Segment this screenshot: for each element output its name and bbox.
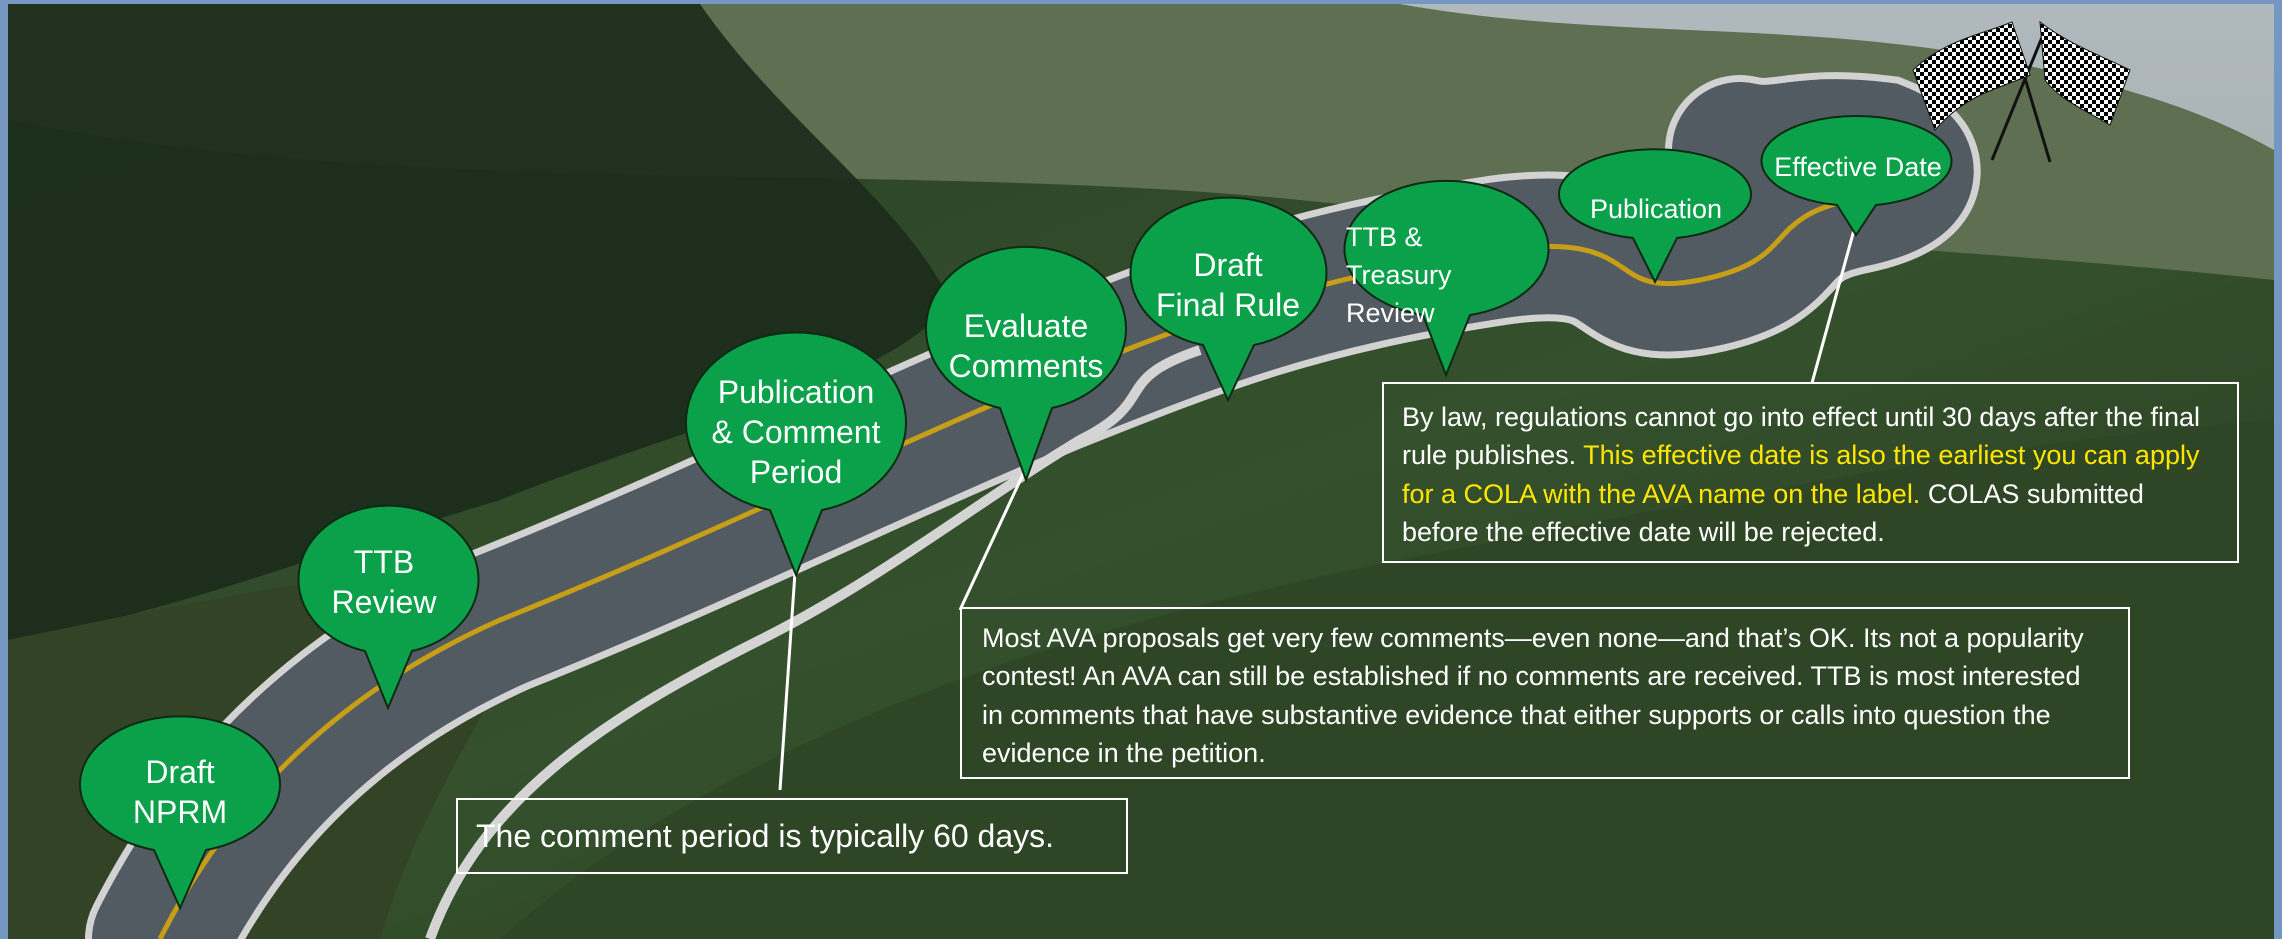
pin-draft-nprm — [79, 715, 281, 911]
milestone-label-evaluate-comments: Evaluate Comments — [948, 308, 1104, 384]
effective-date-highlight-text: This effective date is also the earliest… — [1402, 440, 2200, 509]
milestone-label-publication-comment: Publication & Comment Period — [711, 374, 881, 490]
comment-period-note: The comment period is typically 60 days. — [456, 798, 1128, 874]
milestone-label-ttb-treasury-review: TTB & Treasury Review — [1346, 222, 1452, 328]
comment-period-text: The comment period is typically 60 days. — [476, 818, 1055, 854]
milestone-label-ttb-review: TTB Review — [331, 544, 437, 620]
pin-ttb-treasury-review — [1343, 179, 1550, 378]
milestone-label-effective-date: Effective Date — [1774, 152, 1942, 183]
comments-info-note: Most AVA proposals get very few comments… — [960, 607, 2130, 779]
comments-info-text: Most AVA proposals get very few comments… — [982, 623, 2084, 768]
pin-ttb-review — [297, 504, 480, 711]
pin-shapes — [79, 114, 1953, 911]
pin-effective-date — [1760, 114, 1953, 237]
effective-date-text-part1: By law, regulations cannot go into effec… — [1402, 402, 2201, 471]
pin-publication-comment — [685, 331, 907, 578]
milestone-label-draft-final-rule: Draft Final Rule — [1155, 247, 1301, 323]
milestone-label-publication: Publication — [1589, 194, 1723, 225]
pin-publication — [1558, 148, 1752, 285]
pin-evaluate-comments — [925, 245, 1127, 483]
checkered-flags-icon — [1912, 20, 2131, 163]
pin-draft-final-rule — [1129, 196, 1328, 403]
milestone-label-draft-nprm: Draft NPRM — [132, 754, 228, 830]
effective-date-text-part2: COLAS submitted before the effective dat… — [1402, 478, 2144, 547]
effective-date-note: By law, regulations cannot go into effec… — [1382, 382, 2239, 563]
